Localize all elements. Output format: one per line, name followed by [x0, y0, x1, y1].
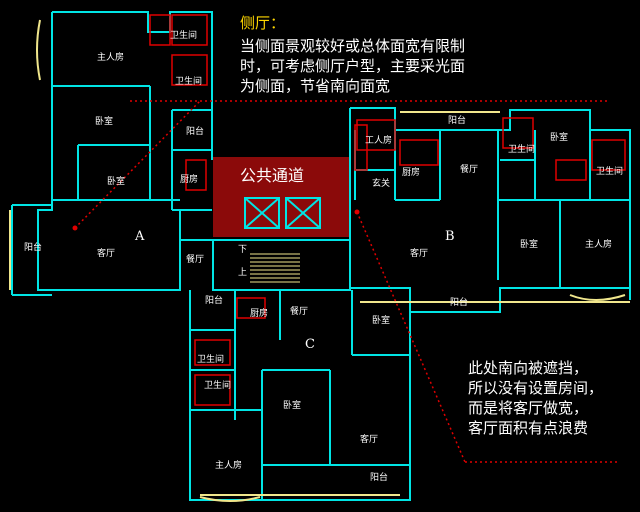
room-label: 卫生间: [197, 353, 224, 365]
stair-treads: [250, 253, 300, 283]
room-label: 主人房: [97, 51, 124, 63]
south-block-line: 客厅面积有点浪费: [468, 419, 589, 437]
south-block-note: 此处南向被遮挡， 所以没有设置房间， 而是将客厅做宽， 客厅面积有点浪费: [468, 358, 603, 438]
room-label: 主人房: [215, 459, 242, 471]
room-label: 卧室: [520, 238, 538, 250]
side-hall-line: 当侧面景观较好或总体面宽有限制: [240, 37, 466, 55]
room-label: 卧室: [95, 115, 113, 127]
room-label: 主人房: [585, 238, 612, 250]
room-label: 厨房: [250, 307, 268, 319]
room-label: 卫生间: [596, 165, 623, 177]
room-label: 玄关: [372, 177, 390, 189]
room-label: 阳台: [186, 125, 204, 137]
south-block-line: 此处南向被遮挡，: [468, 359, 589, 377]
room-label: 客厅: [410, 247, 428, 259]
room-label: 餐厅: [290, 305, 308, 317]
room-label: 卫生间: [508, 143, 535, 155]
room-label: 卧室: [107, 175, 125, 187]
south-block-line: 而是将客厅做宽，: [468, 399, 589, 417]
room-label: 卫生间: [204, 379, 231, 391]
side-hall-line: 时，可考虑侧厅户型，主要采光面: [240, 57, 466, 75]
room-label: 餐厅: [186, 253, 204, 265]
room-label: 厨房: [402, 166, 420, 178]
stair-label: 下: [238, 245, 247, 255]
stair-label: 上: [238, 267, 247, 278]
room-label: 卧室: [372, 314, 390, 326]
room-label: 客厅: [97, 247, 115, 259]
public-corridor-area: [213, 157, 350, 237]
room-label: 餐厅: [460, 163, 478, 175]
corridor-label: 公共通道: [240, 166, 305, 185]
room-label: 阳台: [205, 294, 223, 306]
pointer-dot-b: [354, 209, 360, 215]
room-label: 卫生间: [175, 75, 202, 87]
room-label: 卫生间: [170, 29, 197, 41]
pointer-dot-a: [72, 225, 78, 231]
room-label: 阳台: [448, 114, 466, 126]
room-label: 厨房: [180, 173, 198, 185]
room-label: 阳台: [450, 296, 468, 308]
side-hall-note: 当侧面景观较好或总体面宽有限制 时，可考虑侧厅户型，主要采光面 为侧面，节省南向…: [240, 36, 465, 96]
side-hall-title: 侧厅：: [240, 14, 286, 32]
room-label: 卧室: [550, 131, 568, 143]
side-hall-line: 为侧面，节省南向面宽: [240, 77, 391, 95]
room-label: 阳台: [370, 471, 388, 483]
windows: [9, 19, 630, 502]
walls: [11, 11, 631, 501]
unit-label-c: C: [305, 337, 315, 352]
south-block-line: 所以没有设置房间，: [468, 379, 604, 397]
unit-label-a: A: [134, 229, 145, 244]
room-label: 阳台: [24, 241, 42, 253]
furniture: [149, 14, 626, 406]
pointer-lines: [74, 100, 620, 463]
room-label: 客厅: [360, 433, 378, 445]
room-label: 工人房: [365, 134, 392, 146]
unit-label-b: B: [445, 229, 455, 244]
room-label: 卧室: [283, 399, 301, 411]
